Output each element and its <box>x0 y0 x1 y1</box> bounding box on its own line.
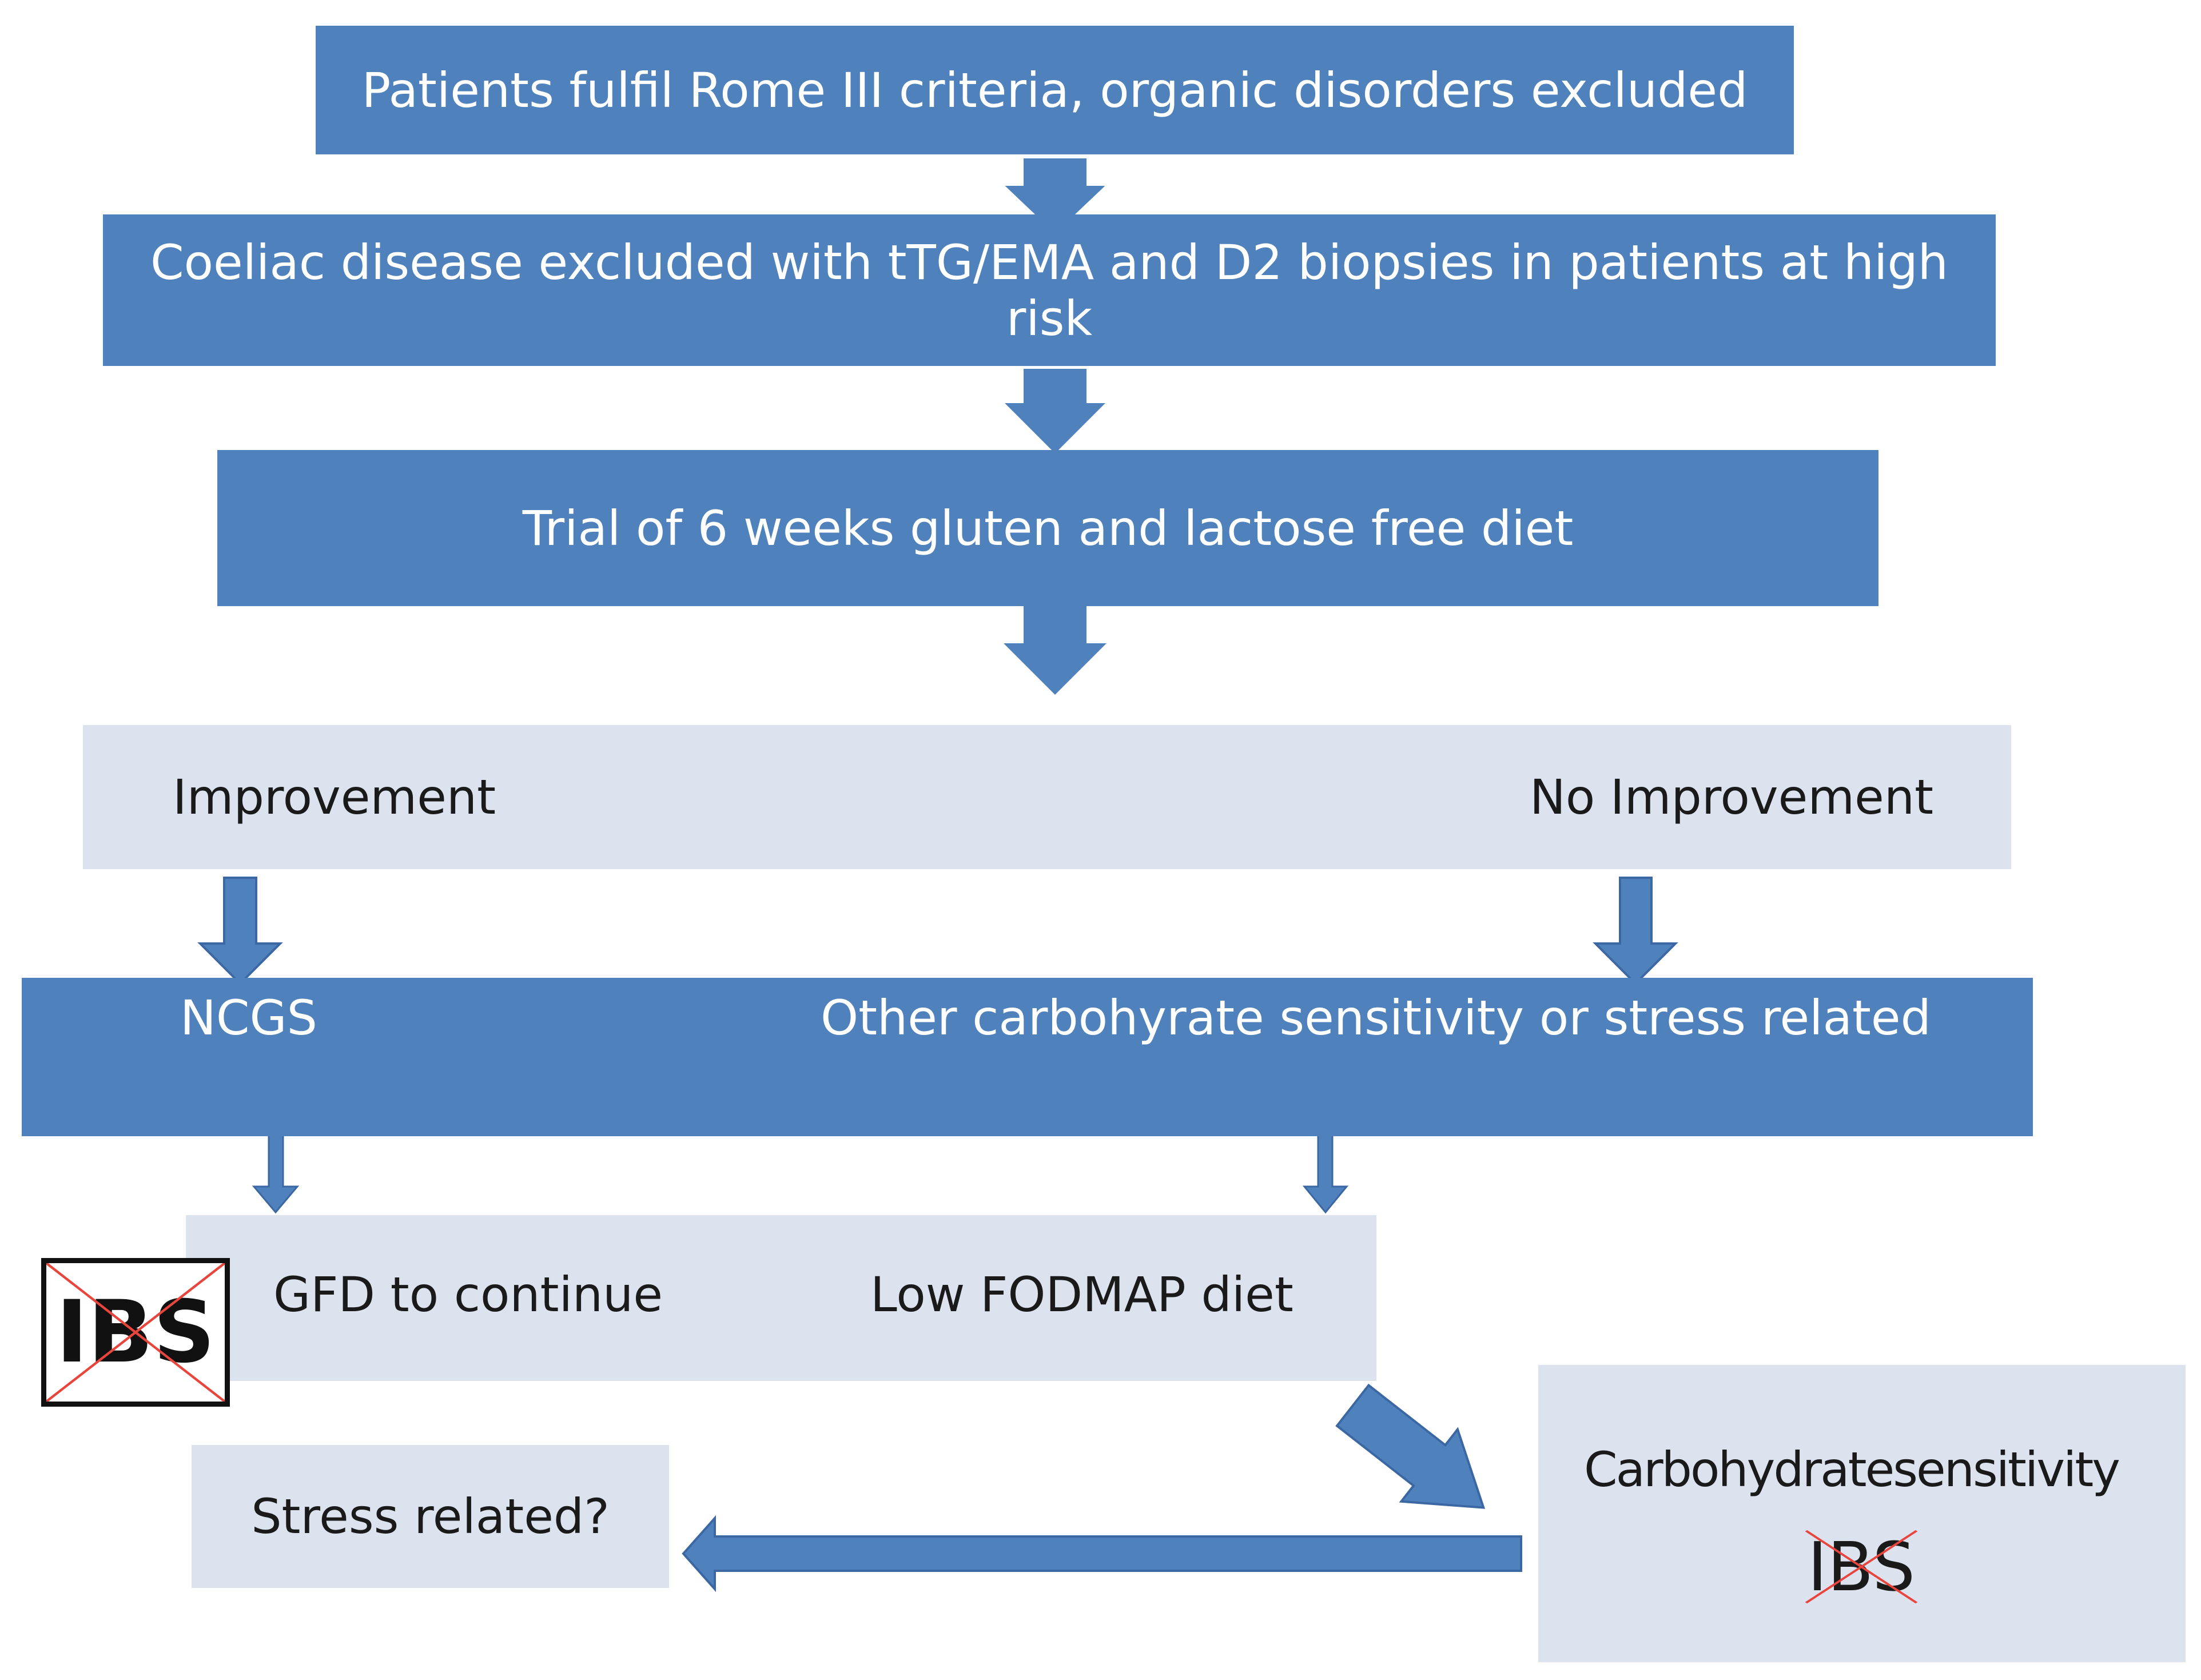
outcomes-band <box>83 725 2011 869</box>
diagnosis-other-sensitivity-label: Other carbohyrate sensitivity or stress … <box>821 990 1931 1046</box>
diagnosis-ncgs-label: NCGS <box>180 990 317 1046</box>
cross-mark-icon <box>46 1263 225 1402</box>
arrow-improvement-to-ncgs <box>197 877 283 985</box>
step-coeliac-excluded-label: Coeliac disease excluded with tTG/EMA an… <box>150 234 1949 347</box>
outcome-no-improvement-label: No Improvement <box>1530 769 1934 825</box>
cross-mark-icon <box>1805 1530 1918 1604</box>
ibs-crossed-badge: IBS <box>41 1258 230 1407</box>
stress-related-label: Stress related? <box>251 1488 610 1544</box>
step-coeliac-excluded: Coeliac disease excluded with tTG/EMA an… <box>103 214 1996 366</box>
step-diet-trial-label: Trial of 6 weeks gluten and lactose free… <box>522 500 1574 556</box>
step-rome-criteria-label: Patients fulfil Rome III criteria, organ… <box>361 62 1748 118</box>
arrow-carbohydrate-to-stress <box>682 1515 1522 1593</box>
treatment-band <box>186 1215 1376 1381</box>
arrow-step2-to-step3 <box>990 363 1120 462</box>
arrow-step3-to-outcomes <box>1004 606 1107 695</box>
arrow-noimprovement-to-other <box>1593 877 1678 985</box>
treatment-low-fodmap-label: Low FODMAP diet <box>870 1267 1293 1323</box>
arrow-fodmap-to-carbohydrate-shape <box>1335 1383 1486 1509</box>
arrow-fodmap-to-carbohydrate <box>1384 1382 1456 1441</box>
step-rome-criteria: Patients fulfil Rome III criteria, organ… <box>316 26 1794 154</box>
carbohydrate-sensitivity-box <box>1538 1365 2186 1662</box>
ibs-crossed-text: IBS <box>1796 1524 1927 1610</box>
step-diet-trial: Trial of 6 weeks gluten and lactose free… <box>217 450 1878 606</box>
stress-related-box: Stress related? <box>192 1445 669 1588</box>
carbohydrate-sensitivity-label: Carbohydratesensitivity <box>1584 1442 2120 1498</box>
treatment-gfd-label: GFD to continue <box>273 1267 663 1323</box>
diagnosis-band <box>22 978 2033 1136</box>
arrow-ncgs-to-gfd <box>252 1134 300 1214</box>
outcome-improvement-label: Improvement <box>173 769 496 825</box>
arrow-other-to-fodmap <box>1302 1134 1349 1214</box>
